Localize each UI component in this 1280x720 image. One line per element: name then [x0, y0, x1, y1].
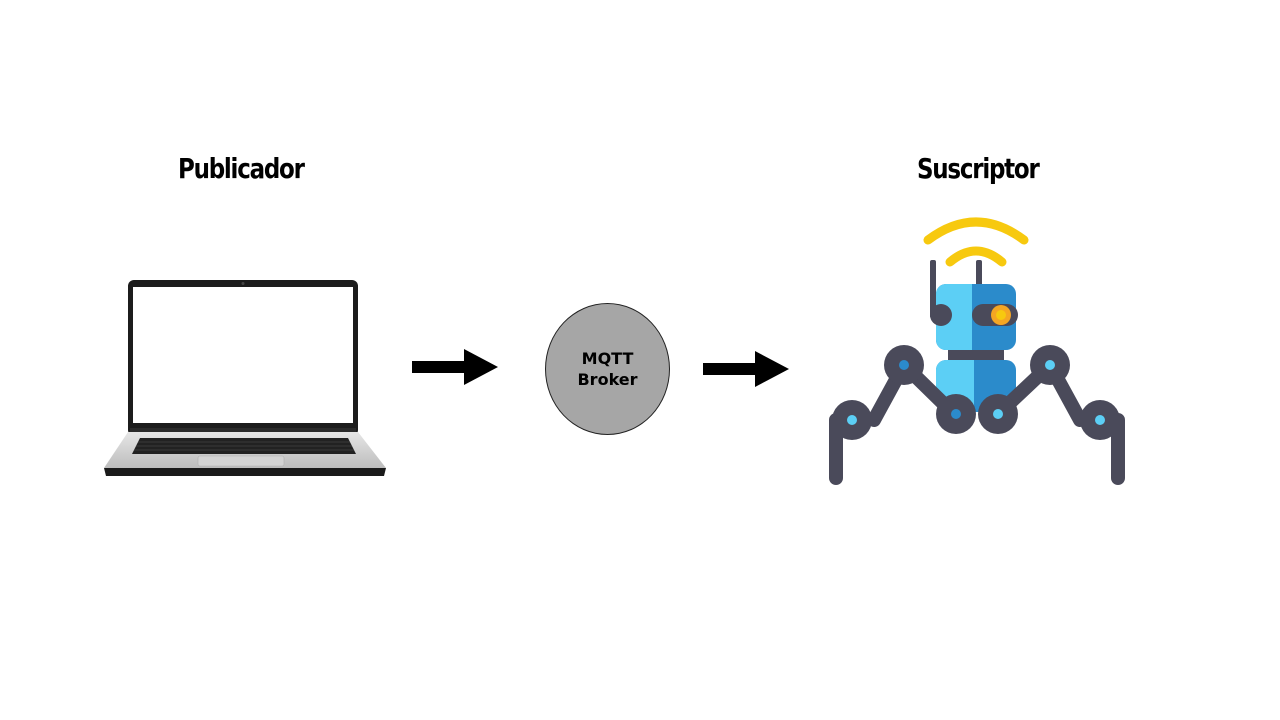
- mqtt-broker-node: MQTT Broker: [545, 303, 670, 435]
- laptop-icon: [104, 280, 386, 476]
- broker-label-line2: Broker: [577, 370, 638, 389]
- arrow-right-icon: [703, 351, 789, 387]
- broker-label-line1: MQTT: [581, 349, 634, 368]
- arrow-right-icon: [412, 349, 498, 385]
- robot-icon: [829, 217, 1125, 485]
- subscriber-label: Suscriptor: [917, 152, 1040, 185]
- publisher-label: Publicador: [178, 152, 305, 185]
